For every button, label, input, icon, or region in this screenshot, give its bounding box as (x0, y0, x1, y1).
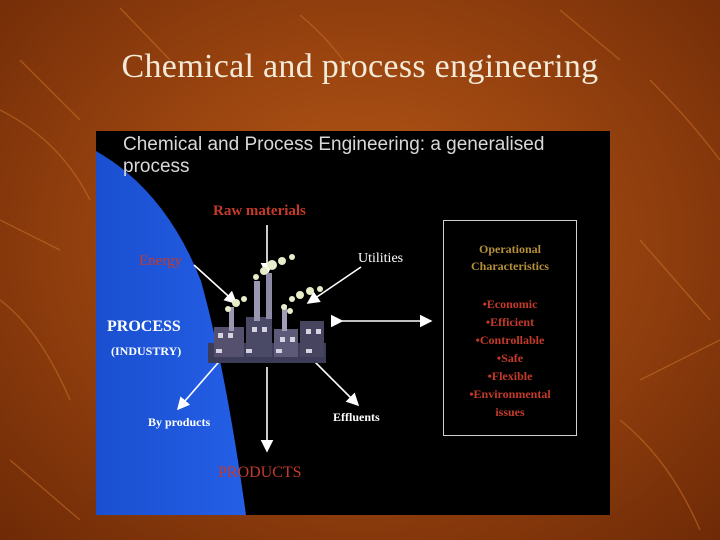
utilities-label: Utilities (358, 251, 403, 267)
arrow-effluents (314, 361, 358, 405)
industry-label: (INDUSTRY) (111, 344, 181, 359)
list-item: •Flexible (444, 367, 576, 385)
products-label: PRODUCTS (218, 464, 302, 482)
process-label: PROCESS (107, 318, 181, 336)
diagram-heading: Chemical and Process Engineering: a gene… (123, 134, 593, 178)
by-products-label: By products (148, 415, 210, 430)
factory-icon (208, 254, 326, 363)
diagram-panel: Chemical and Process Engineering: a gene… (96, 131, 610, 515)
operational-characteristics-box: Operational Characteristics •Economic •E… (443, 220, 577, 436)
effluents-label: Effluents (333, 410, 380, 425)
arrow-utilities (308, 267, 361, 303)
operational-list: •Economic •Efficient •Controllable •Safe… (444, 295, 576, 421)
list-item: •Efficient (444, 313, 576, 331)
raw-materials-label: Raw materials (213, 203, 306, 220)
list-item: •Economic (444, 295, 576, 313)
list-item: •Safe (444, 349, 576, 367)
list-item: •Controllable (444, 331, 576, 349)
list-item: •Environmental issues (455, 385, 565, 421)
slide-title: Chemical and process engineering (0, 48, 720, 86)
operational-title: Operational Characteristics (444, 241, 576, 275)
energy-label: Energy (139, 253, 182, 270)
